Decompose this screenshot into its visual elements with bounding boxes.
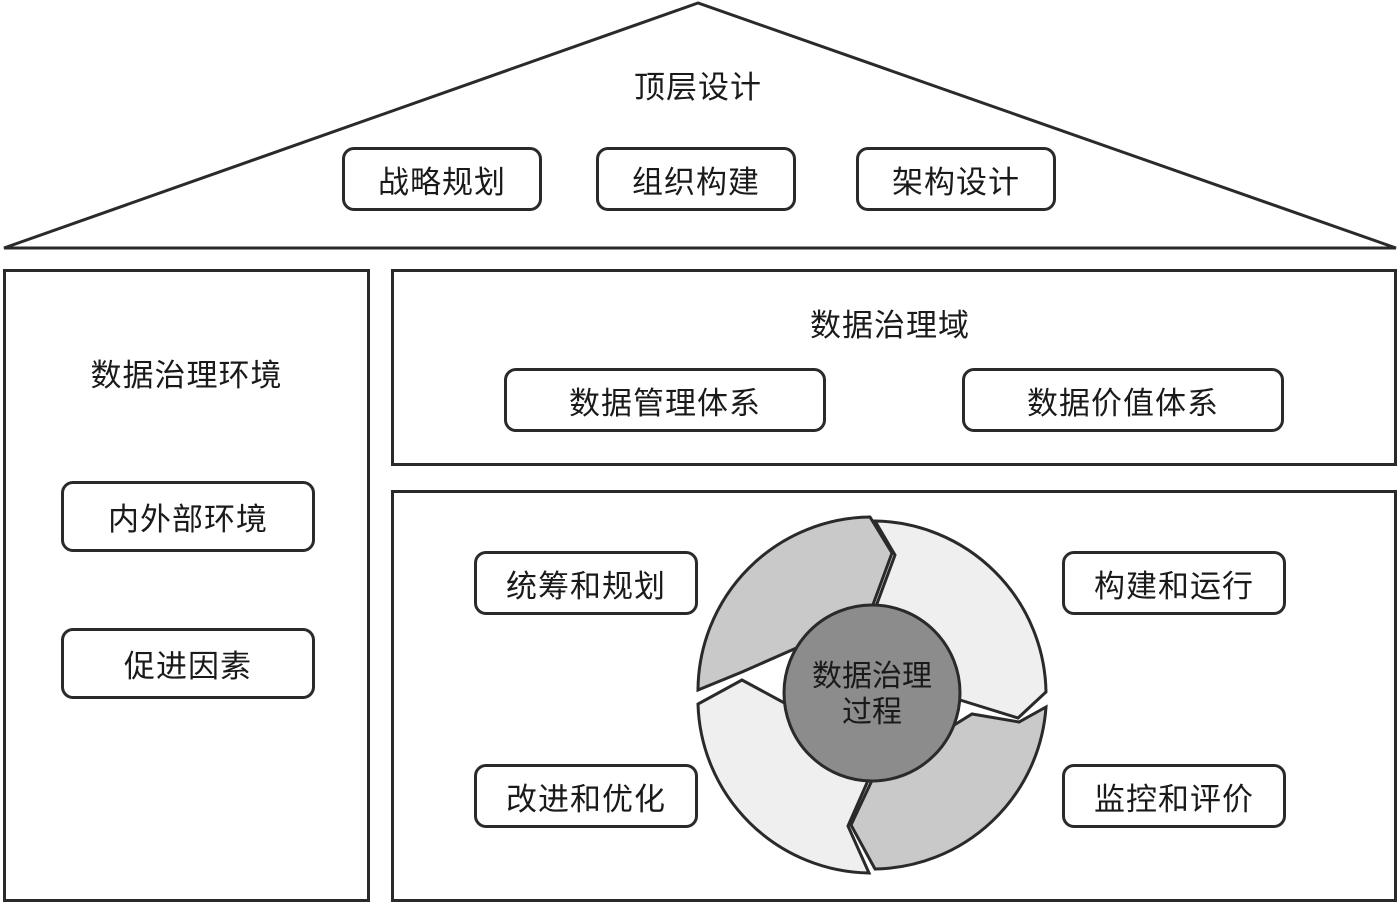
process-center-label: 数据治理 过程 xyxy=(792,655,952,735)
improvement-optimization-stage-box: 改进和优化 xyxy=(474,764,698,828)
organization-building-box: 组织构建 xyxy=(596,147,796,211)
cycle-segment-building xyxy=(872,519,1048,720)
environment-panel xyxy=(3,269,370,902)
strategy-planning-box: 战略规划 xyxy=(342,147,542,211)
data-value-system-box: 数据价值体系 xyxy=(962,368,1284,432)
roof-title: 顶层设计 xyxy=(634,70,762,106)
process-center-circle xyxy=(782,603,962,783)
cycle-segment-monitoring xyxy=(849,704,1048,871)
data-management-system-box: 数据管理体系 xyxy=(504,368,826,432)
process-center-line-2: 过程 xyxy=(842,695,902,730)
cycle-segment-improving xyxy=(696,678,872,875)
domain-title: 数据治理域 xyxy=(810,308,970,344)
cycle-segment-planning xyxy=(696,515,894,693)
monitoring-evaluation-stage-box: 监控和评价 xyxy=(1062,764,1286,828)
architecture-design-box: 架构设计 xyxy=(856,147,1056,211)
process-center-line-1: 数据治理 xyxy=(812,659,932,694)
planning-stage-box: 统筹和规划 xyxy=(474,551,698,615)
environment-title: 数据治理环境 xyxy=(90,358,283,394)
internal-external-environment-box: 内外部环境 xyxy=(61,481,315,552)
building-operation-stage-box: 构建和运行 xyxy=(1062,551,1286,615)
promoting-factors-box: 促进因素 xyxy=(61,628,315,699)
domain-panel xyxy=(391,269,1397,466)
